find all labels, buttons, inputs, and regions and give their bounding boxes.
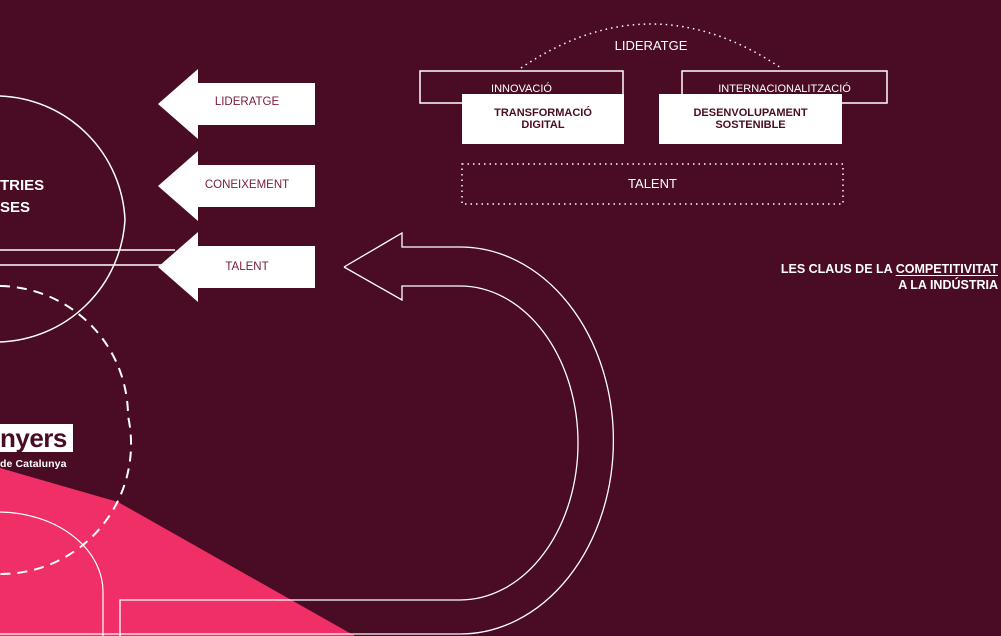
arrow-coneixement bbox=[158, 151, 315, 221]
arrow-label-lideratge: LIDERATGE bbox=[214, 96, 280, 108]
solid-circle-outline bbox=[0, 95, 126, 343]
claus-line2: A LA INDÚSTRIA bbox=[898, 278, 998, 292]
talent-box-label: TALENT bbox=[628, 176, 677, 191]
arrow-label-talent: TALENT bbox=[225, 261, 269, 273]
claus-line1-emphasis: COMPETITIVITAT bbox=[895, 262, 998, 276]
uturn-arrow-outer bbox=[0, 231, 614, 635]
desenvolupament-line2: SOSTENIBLE bbox=[715, 119, 786, 131]
logo-wordmark: nyers bbox=[0, 424, 73, 452]
logo-subtitle: de Catalunya bbox=[0, 458, 67, 470]
desenvolupament-line1: DESENVOLUPAMENT bbox=[693, 107, 808, 119]
claus-line1-prefix: LES CLAUS DE LA bbox=[780, 262, 896, 276]
pink-triangle-shape bbox=[0, 468, 355, 636]
talent-dotted-box bbox=[461, 163, 844, 205]
transformacio-line2: DIGITAL bbox=[521, 119, 565, 131]
circle-text-line1: TRIES bbox=[0, 177, 45, 194]
pink-inner-arc bbox=[0, 511, 104, 636]
dashed-circle-outline bbox=[0, 285, 133, 576]
circle-text-line2: SES bbox=[0, 199, 31, 216]
lideratge-arc-label: LIDERATGE bbox=[614, 38, 688, 53]
arrow-lideratge bbox=[158, 69, 315, 139]
desenvolupament-sostenible-box: DESENVOLUPAMENT SOSTENIBLE bbox=[659, 94, 842, 144]
claus-competitivitat-text: LES CLAUS DE LA COMPETITIVITAT A LA INDÚ… bbox=[781, 261, 998, 293]
arrow-talent bbox=[158, 232, 315, 302]
arrow-label-coneixement: CONEIXEMENT bbox=[204, 179, 290, 191]
internacionalitzacio-label: INTERNACIONALITZACIÓ bbox=[718, 83, 851, 95]
innovacio-label: INNOVACIÓ bbox=[491, 83, 552, 95]
transformacio-line1: TRANSFORMACIÓ bbox=[494, 107, 592, 119]
uturn-arrow-inner bbox=[119, 266, 579, 636]
lideratge-dotted-arc bbox=[520, 23, 782, 69]
transformacio-digital-box: TRANSFORMACIÓ DIGITAL bbox=[462, 94, 624, 144]
